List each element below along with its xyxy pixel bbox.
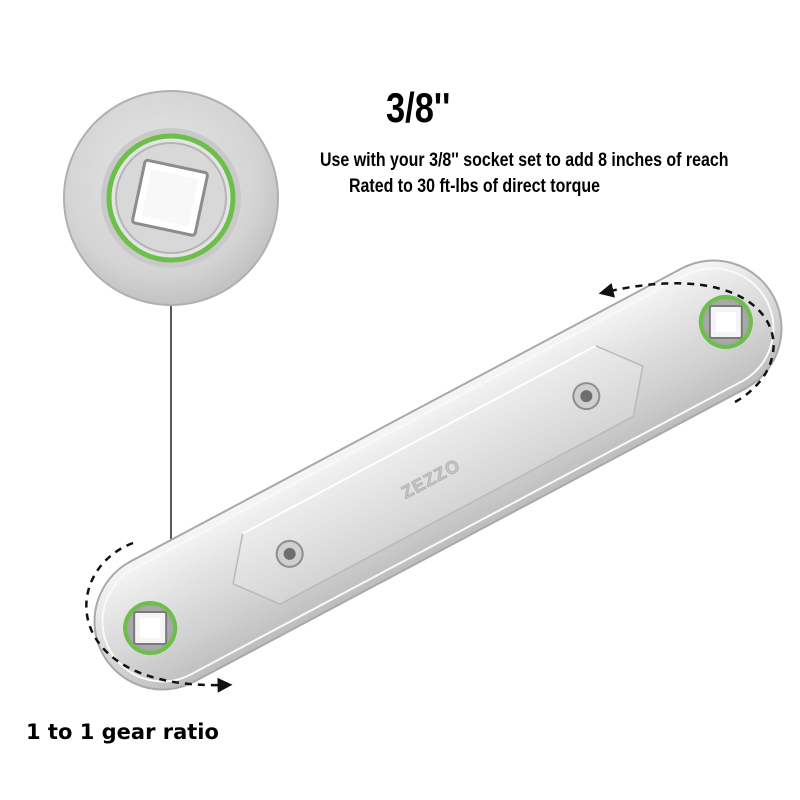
rotation-arrow-icon	[598, 282, 775, 404]
socket-right	[698, 294, 753, 349]
extension-wrench: ZEZZO	[93, 259, 783, 691]
screw-icon	[572, 382, 601, 411]
screw-icon	[275, 539, 304, 568]
torque-rating: Rated to 30 ft-lbs of direct torque	[349, 176, 600, 197]
socket-left	[123, 601, 178, 656]
green-seal-ring	[106, 133, 236, 263]
gear-ratio-caption: 1 to 1 gear ratio	[26, 720, 219, 744]
socket-closeup	[63, 90, 279, 306]
usage-description: Use with your 3/8'' socket set to add 8 …	[320, 150, 729, 171]
size-heading: 3/8''	[386, 84, 451, 131]
rotation-arrow-icon	[85, 541, 233, 693]
